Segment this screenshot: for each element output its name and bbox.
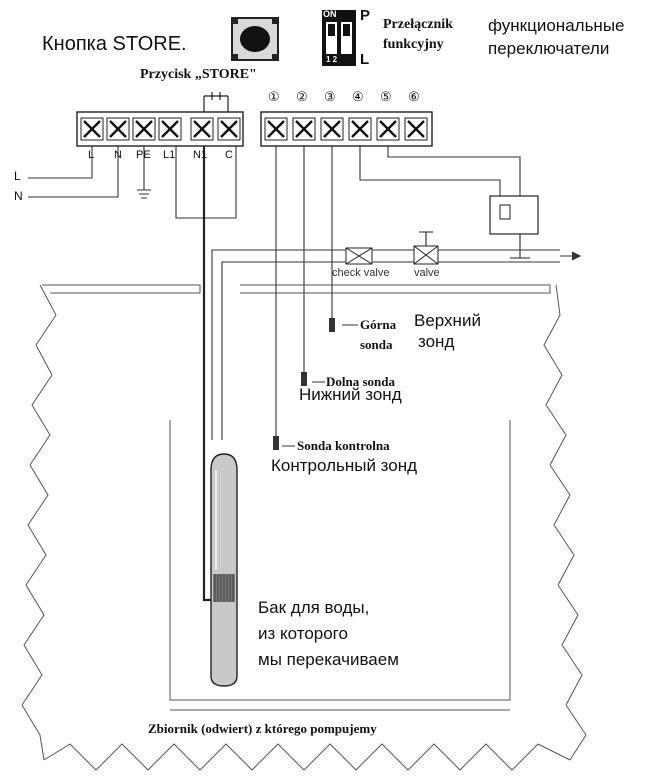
lower-probe-icon <box>301 372 307 386</box>
terminal-number-4: ④ <box>352 89 364 104</box>
terminal-label-l: L <box>88 149 95 161</box>
terminal-block-probes <box>260 111 433 147</box>
valve-icon <box>413 231 439 265</box>
terminal-label-n: N <box>114 149 122 161</box>
store-button-label-ru: Кнопка STORE. <box>42 33 187 55</box>
valve-control-box-icon <box>489 195 539 259</box>
lower-probe-label-ru: Нижний зонд <box>299 385 402 404</box>
switch-on-label: ON <box>323 9 337 19</box>
dip-switch-icon <box>322 10 356 66</box>
terminal-number-5: ⑤ <box>380 89 392 104</box>
terminal-label-n1: N1 <box>193 149 208 161</box>
valve-label: valve <box>414 267 440 279</box>
store-button-icon <box>231 17 279 61</box>
switch-label-pl-2: funkcyjny <box>383 37 444 52</box>
lower-probe-label-pl: Dolna sonda <box>326 374 395 389</box>
tank-label-ru-3: мы перекачиваем <box>258 650 399 669</box>
supply-line-l: L <box>14 169 21 183</box>
control-probe-label-pl: Sonda kontrolna <box>297 438 390 453</box>
probe-wires <box>275 146 521 436</box>
control-probe-icon <box>273 436 279 450</box>
check-valve-label: check valve <box>332 267 390 279</box>
tank-label-pl: Zbiornik (odwiert) z którego pompujemy <box>148 721 377 736</box>
upper-probe-label-ru-2: зонд <box>418 332 455 351</box>
switch-l-label: L <box>360 51 370 68</box>
terminal-label-l1: L1 <box>163 149 176 161</box>
switch-12-label: 1 2 <box>326 55 338 64</box>
switch-label-pl-1: Przełącznik <box>383 17 453 32</box>
control-probe-label-ru: Контрольный зонд <box>271 456 418 475</box>
terminal-number-1: ① <box>268 89 280 104</box>
switch-p-label: P <box>360 7 371 24</box>
supply-line-n: N <box>14 189 23 203</box>
terminal-block-power <box>76 111 244 147</box>
supply-wires <box>28 146 237 219</box>
upper-probe-icon <box>329 318 335 332</box>
terminal-number-6: ⑥ <box>408 89 420 104</box>
outlet-pipe <box>211 249 582 440</box>
terminal-label-pe: PE <box>136 149 151 161</box>
switch-label-ru-1: функциональные <box>488 16 625 35</box>
check-valve-icon <box>345 247 373 265</box>
upper-probe-label-pl-2: sonda <box>360 337 393 352</box>
switch-label-ru-2: переключатели <box>488 39 610 58</box>
well-outline <box>21 284 587 771</box>
store-button-label-pl: Przycisk „STORE" <box>140 67 257 82</box>
upper-probe-label-ru-1: Верхний <box>414 311 481 330</box>
terminal-label-c: C <box>225 149 233 161</box>
terminal-number-2: ② <box>296 89 308 104</box>
tank-label-ru-2: из которого <box>258 624 348 643</box>
tank-label-ru-1: Бак для воды, <box>258 598 370 617</box>
terminal-number-3: ③ <box>324 89 336 104</box>
upper-probe-label-pl-1: Górna <box>360 317 397 332</box>
submersible-pump-icon <box>210 453 238 687</box>
